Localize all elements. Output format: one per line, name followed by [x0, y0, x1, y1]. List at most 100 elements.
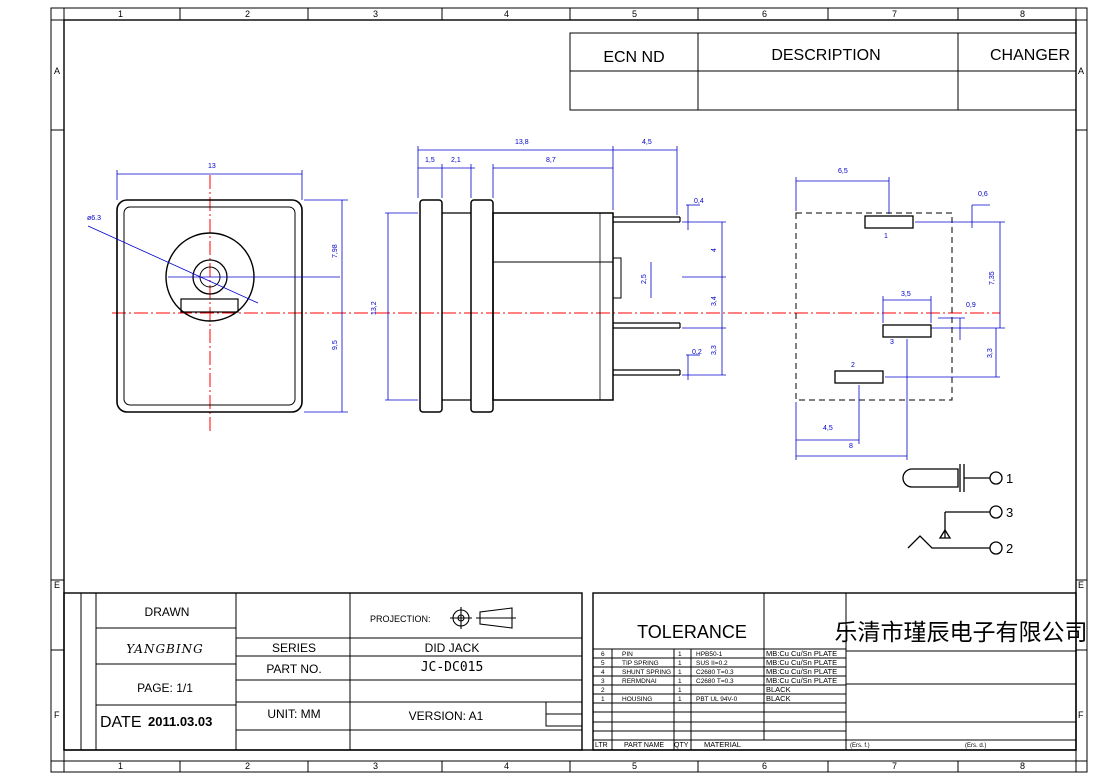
- dim-3-3b: 3,3: [987, 348, 994, 358]
- col-label: 5: [632, 761, 637, 771]
- schematic-symbol: [902, 464, 1003, 555]
- page-number: PAGE: 1/1: [137, 681, 193, 695]
- dim-4-5: 4,5: [823, 425, 833, 432]
- bom-ltr: 1: [601, 696, 605, 703]
- bom-part-name: RERMDNAI: [622, 678, 657, 685]
- pad-label-1: 1: [884, 233, 888, 240]
- side-dimensions: [385, 146, 726, 401]
- dim-upper: 7,98: [332, 244, 339, 258]
- bom-material: SUS II=0.2: [696, 660, 728, 667]
- col-label: 6: [762, 761, 767, 771]
- series-value: DID JACK: [425, 641, 480, 655]
- bom-header-qty: QTY: [674, 742, 689, 749]
- company-name: 乐清市瑾辰电子有限公司: [835, 620, 1088, 646]
- dim-pin-thickness: 0,4: [694, 198, 704, 205]
- revision-block: ECN ND DESCRIPTION CHANGER: [569, 32, 1077, 111]
- front-dimension-text: 13 ø6.3 7,98 9,5: [87, 163, 339, 350]
- drawn-label: DRAWN: [145, 605, 190, 619]
- schematic-labels: 1 3 2: [1006, 471, 1013, 556]
- row-label: F: [1078, 710, 1084, 720]
- col-label: 4: [504, 9, 509, 19]
- bottom-view: [795, 212, 953, 401]
- dim-0-9: 0,9: [966, 302, 976, 309]
- dim-total: 13,8: [515, 139, 529, 146]
- part-no-label: PART NO.: [266, 662, 321, 676]
- bom-finish: MB:Cu Cu/Sn PLATE: [766, 658, 837, 667]
- dim-3-5: 3,5: [901, 291, 911, 298]
- bom-qty: 1: [678, 687, 682, 694]
- bom-qty: 1: [678, 678, 682, 685]
- row-label: F: [54, 710, 60, 720]
- bom-qty: 1: [678, 651, 682, 658]
- date-label: DATE: [100, 714, 141, 731]
- bom-ltr: 3: [601, 678, 605, 685]
- ers-d: (Ers. d.): [965, 743, 986, 749]
- row-label: E: [54, 580, 60, 590]
- version-label: VERSION: A1: [409, 709, 484, 723]
- dim-8: 8: [849, 443, 853, 450]
- dim-0-2: 0,2: [692, 349, 702, 356]
- dim-width: 13: [208, 163, 216, 170]
- bom-qty: 1: [678, 660, 682, 667]
- col-label: 2: [245, 761, 250, 771]
- bom-finish: MB:Cu Cu/Sn PLATE: [766, 649, 837, 658]
- side-dimension-text: 13,8 4,5 1,5 2,1 8,7 13,2 0,4 4 2,5 3,4 …: [371, 139, 718, 356]
- drawing-frame: [50, 7, 1088, 773]
- series-label: SERIES: [272, 641, 316, 655]
- pad-label-2: 2: [851, 362, 855, 369]
- bom-part-name: HOUSING: [622, 696, 652, 703]
- front-dimensions: [87, 170, 348, 413]
- dim-body: 8,7: [546, 157, 556, 164]
- schematic-pin-2: 2: [1006, 541, 1013, 556]
- drawn-by-signature: YANGBING: [126, 642, 203, 656]
- dim-lower: 9,5: [332, 340, 339, 350]
- col-label: 8: [1020, 761, 1025, 771]
- unit-label: UNIT: MM: [267, 707, 320, 721]
- bottom-dimensions: [795, 177, 1005, 460]
- col-label: 1: [118, 761, 123, 771]
- bom-finish: BLACK: [766, 694, 791, 703]
- dim-flange: 1,5: [425, 157, 435, 164]
- center-lines: [112, 175, 1000, 432]
- bottom-dimension-text: 6,5 0,6 7,35 3,5 0,9 3,3 4,5 8 1 2 3: [823, 168, 996, 450]
- bom-material: C2680 T=0.3: [696, 669, 734, 676]
- bom-header-part: PART NAME: [624, 742, 664, 749]
- front-view: [116, 199, 303, 413]
- schematic-pin-3: 3: [1006, 505, 1013, 520]
- dim-3-3: 3,3: [711, 345, 718, 355]
- title-block-right-text: TOLERANCE 乐清市瑾辰电子有限公司 (Ers. f.) (Ers. d.…: [637, 620, 1087, 749]
- bom-header-ltr: LTR: [595, 742, 608, 749]
- bom-ltr: 6: [601, 651, 605, 658]
- dim-gap: 2,1: [451, 157, 461, 164]
- dim-2-5: 2,5: [641, 274, 648, 284]
- dim-4: 4: [711, 248, 718, 252]
- dim-3-4: 3,4: [711, 296, 718, 306]
- projection-symbol: [450, 607, 516, 629]
- title-block-left: [63, 592, 583, 751]
- col-label: 3: [373, 761, 378, 771]
- dim-6-5: 6,5: [838, 168, 848, 175]
- row-label: A: [54, 66, 60, 76]
- col-label: 1: [118, 9, 123, 19]
- col-label: 2: [245, 9, 250, 19]
- pad-label-3: 3: [890, 339, 894, 346]
- dim-7-35: 7,35: [989, 271, 996, 285]
- side-view: [419, 199, 681, 413]
- bom-part-name: PIN: [622, 651, 633, 658]
- bom-finish: MB:Cu Cu/Sn PLATE: [766, 667, 837, 676]
- title-block-left-text: DRAWN YANGBING PAGE: 1/1 DATE 2011.03.03…: [100, 605, 484, 731]
- tolerance-label: TOLERANCE: [637, 622, 747, 642]
- bom-material: C2680 T=0.3: [696, 678, 734, 685]
- changer-header: CHANGER: [990, 47, 1070, 64]
- ecn-header: ECN ND: [603, 49, 664, 66]
- col-label: 6: [762, 9, 767, 19]
- part-no-value: JC-DC015: [421, 660, 484, 675]
- bom-ltr: 5: [601, 660, 605, 667]
- col-label: 3: [373, 9, 378, 19]
- col-label: 7: [892, 761, 897, 771]
- bom-ltr: 4: [601, 669, 605, 676]
- title-block-right: [592, 592, 1077, 751]
- col-label: 8: [1020, 9, 1025, 19]
